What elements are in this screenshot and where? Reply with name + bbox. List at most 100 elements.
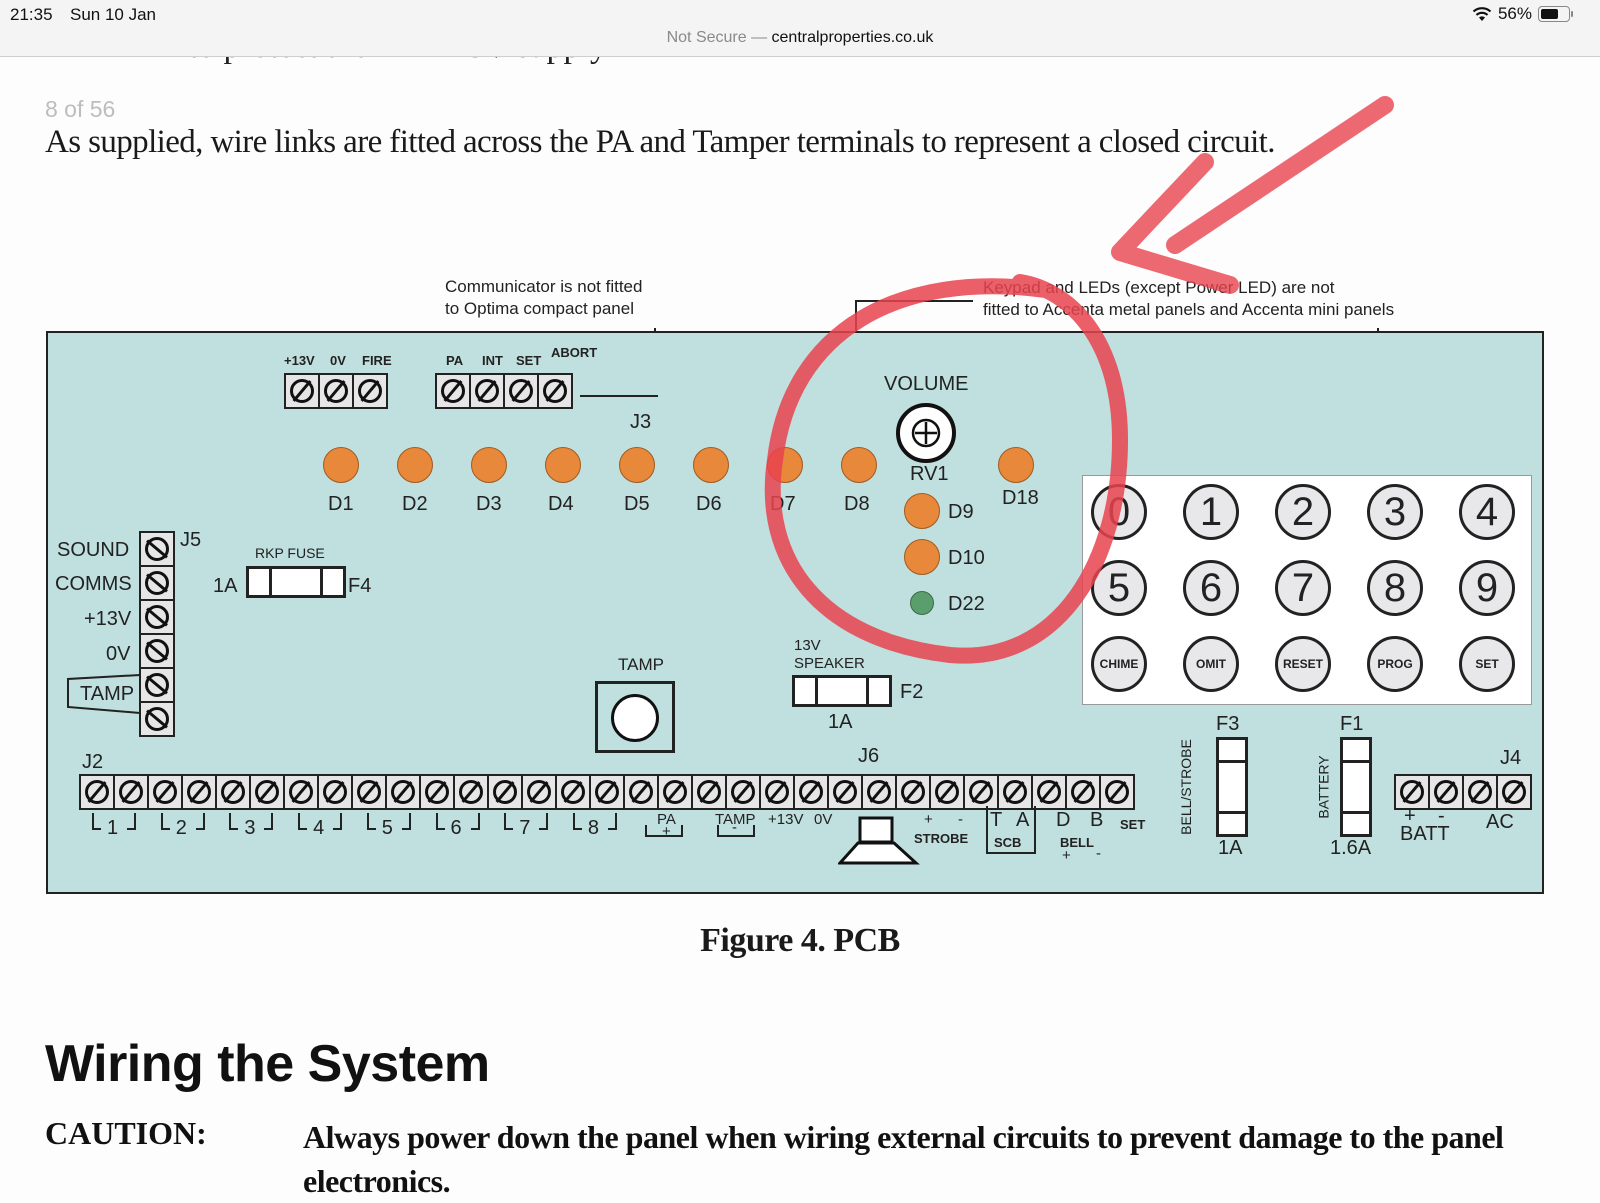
led-d6	[693, 447, 729, 483]
j6-label-bell-b: B	[1090, 809, 1104, 831]
screw-terminal-icon	[1434, 780, 1458, 804]
fuse-id: F3	[1216, 713, 1240, 735]
zone-bracket	[160, 813, 205, 830]
led-label: D3	[476, 493, 502, 515]
j4-label-batt: BATT	[1400, 823, 1450, 845]
screw-terminal	[557, 776, 591, 808]
fuse-f4	[246, 566, 346, 598]
fuse-f2	[792, 675, 892, 707]
screw-terminal-icon	[145, 571, 169, 595]
address-bar[interactable]: Not Secure — centralproperties.co.uk	[0, 29, 1600, 47]
led-d5	[619, 447, 655, 483]
screw-terminal	[625, 776, 659, 808]
rv1-label: RV1	[910, 463, 949, 485]
screw-terminal	[115, 776, 149, 808]
terminal-block-fire	[284, 373, 388, 409]
screw-terminal	[1067, 776, 1101, 808]
screw-terminal-icon	[663, 780, 687, 804]
screw-terminal-icon	[459, 780, 483, 804]
screw-terminal-icon	[221, 780, 245, 804]
body-paragraph: As supplied, wire links are fitted acros…	[45, 124, 1275, 160]
figure-caption: Figure 4. PCB	[700, 922, 900, 959]
led-label: D2	[402, 493, 428, 515]
terminal-block-j5	[139, 531, 175, 737]
screw-terminal	[319, 776, 353, 808]
zone-label: 4	[313, 817, 325, 839]
screw-terminal	[183, 776, 217, 808]
screw-terminal	[727, 776, 761, 808]
tamper-switch	[595, 681, 675, 753]
led-label: D8	[844, 493, 870, 515]
fuse-f1	[1340, 737, 1372, 837]
screw-terminal-icon	[145, 673, 169, 697]
terminal-label: SET	[516, 353, 542, 368]
leader-line	[855, 300, 973, 302]
zone-bracket	[504, 813, 549, 830]
keypad-key-4: 4	[1459, 484, 1515, 540]
fuse-rating: 1A	[1218, 837, 1243, 859]
zone-label: 1	[107, 817, 119, 839]
led-label: D1	[328, 493, 354, 515]
screw-terminal-icon	[867, 780, 891, 804]
screw-terminal	[149, 776, 183, 808]
zone-label: 3	[244, 817, 256, 839]
status-indicators: 56%	[1472, 4, 1573, 24]
zone-bracket	[435, 813, 480, 830]
fuse-id: F4	[348, 575, 372, 597]
j6-label-sign: +	[662, 823, 671, 840]
led-d4	[545, 447, 581, 483]
led-d3	[471, 447, 507, 483]
screw-terminal-icon	[324, 379, 348, 403]
screw-terminal-icon	[697, 780, 721, 804]
terminal-label: INT	[482, 353, 503, 368]
j6-label-pa: PA	[657, 811, 676, 828]
screw-terminal-icon	[543, 379, 567, 403]
screw-terminal-icon	[765, 780, 789, 804]
screw-terminal-icon	[493, 780, 517, 804]
zone-bracket	[366, 813, 411, 830]
screw-terminal-icon	[561, 780, 585, 804]
screw-terminal-icon	[1003, 780, 1027, 804]
screw-terminal	[489, 776, 523, 808]
keypad-key-5: 5	[1091, 560, 1147, 616]
j6-label-scb: SCB	[994, 835, 1022, 850]
led-label: D6	[696, 493, 722, 515]
screw-terminal-icon	[358, 379, 382, 403]
screw-terminal	[761, 776, 795, 808]
screw-terminal-icon	[901, 780, 925, 804]
tamper-button-icon	[611, 694, 659, 742]
tamp-bracket	[717, 825, 755, 837]
keypad-key-chime: CHIME	[1091, 636, 1147, 692]
led-d7	[767, 447, 803, 483]
scb-bracket	[986, 806, 1036, 854]
zone-label: 8	[587, 817, 600, 839]
screw-terminal	[217, 776, 251, 808]
screw-terminal	[251, 776, 285, 808]
led-label: D5	[624, 493, 650, 515]
terminal-label: PA	[446, 353, 464, 368]
speaker-fuse-label: 13V	[794, 637, 821, 654]
j5-terminal-label: +13V	[84, 608, 132, 630]
led-label: D10	[948, 547, 985, 569]
screw-terminal	[897, 776, 931, 808]
screw-terminal-icon	[527, 780, 551, 804]
speaker-fuse-label: SPEAKER	[794, 655, 865, 672]
screw-terminal-icon	[1502, 780, 1526, 804]
zone-label: 2	[175, 817, 187, 839]
screw-terminal-icon	[145, 639, 169, 663]
terminal-label: ABORT	[551, 345, 598, 360]
fuse-id: F2	[900, 681, 924, 703]
j5-terminal-label: SOUND	[57, 539, 130, 561]
rkp-fuse-label: RKP FUSE	[255, 545, 325, 561]
screw-terminal-icon	[289, 780, 313, 804]
screw-terminal-icon	[441, 379, 465, 403]
screw-terminal-icon	[475, 379, 499, 403]
zone-label: 5	[381, 817, 393, 839]
keypad-key-2: 2	[1275, 484, 1331, 540]
j6-label-13v: +13V	[768, 811, 804, 828]
led-d9	[904, 493, 940, 529]
plus-circle-icon	[911, 418, 941, 448]
clock: 21:35	[10, 5, 53, 24]
led-label: D18	[1002, 487, 1039, 509]
note-line: to Optima compact panel	[445, 299, 634, 318]
